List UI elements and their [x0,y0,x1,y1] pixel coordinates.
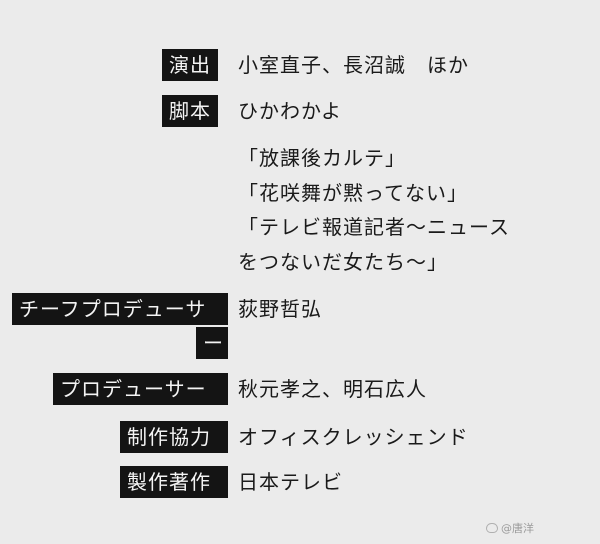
screenplay-work-2: 「花咲舞が黙ってない」 [238,181,468,205]
credit-label-direction: 演出 [162,49,218,81]
credit-value-screenplay: ひかわかよ [238,99,342,123]
credit-value-production-cooperation: オフィスクレッシェンド [238,425,469,449]
credit-label-chief-producer-line2: ー [196,327,228,359]
screenplay-work-3: 「テレビ報道記者〜ニュース [238,215,510,239]
watermark-text: @唐洋 [501,522,534,535]
credit-value-chief-producer: 荻野哲弘 [238,297,322,321]
credit-value-copyright: 日本テレビ [238,470,343,494]
screenplay-work-4: をつないだ女たち〜」 [238,250,448,274]
screenplay-work-1: 「放課後カルテ」 [238,146,406,170]
watermark: @唐洋 [486,520,534,536]
credit-label-screenplay: 脚本 [162,95,218,127]
credit-label-producer: プロデューサー [53,373,228,405]
credit-label-production-cooperation: 制作協力 [120,421,228,453]
credit-value-producer: 秋元孝之、明石広人 [238,377,427,401]
credit-label-chief-producer-line1: チーフプロデューサ [12,293,228,325]
credit-label-copyright: 製作著作 [120,466,228,498]
weibo-icon [486,523,498,533]
credit-value-direction: 小室直子、長沼誠 ほか [238,53,469,77]
